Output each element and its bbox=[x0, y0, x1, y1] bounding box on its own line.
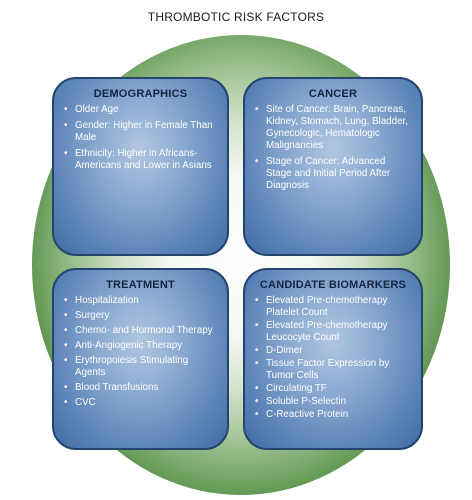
treatment-list: Hospitalization Surgery Chemo- and Hormo… bbox=[64, 295, 217, 409]
list-item: Soluble P-Selectin bbox=[255, 396, 411, 408]
list-item: Older Age bbox=[64, 104, 217, 116]
list-item: Surgery bbox=[64, 310, 217, 322]
list-item: C-Reactive Protein bbox=[255, 409, 411, 421]
list-item: Tissue Factor Expression by Tumor Cells bbox=[255, 358, 411, 382]
list-item: Elevated Pre-chemotherapy Leucocyte Coun… bbox=[255, 320, 411, 344]
list-item: Ethnicity: Higher in Africans-Americans … bbox=[64, 148, 217, 172]
demographics-panel: DEMOGRAPHICS Older Age Gender: Higher in… bbox=[52, 77, 229, 256]
cancer-panel: CANCER Site of Cancer: Brain, Pancreas, … bbox=[243, 77, 423, 256]
biomarkers-panel: CANDIDATE BIOMARKERS Elevated Pre-chemot… bbox=[243, 268, 423, 450]
list-item: Site of Cancer: Brain, Pancreas, Kidney,… bbox=[255, 104, 411, 152]
list-item: Elevated Pre-chemotherapy Platelet Count bbox=[255, 295, 411, 319]
list-item: D-Dimer bbox=[255, 345, 411, 357]
list-item: CVC bbox=[64, 397, 217, 409]
list-item: Circulating TF bbox=[255, 383, 411, 395]
list-item: Erythropoiesis Stimulating Agents bbox=[64, 355, 217, 379]
list-item: Blood Transfusions bbox=[64, 382, 217, 394]
cancer-list: Site of Cancer: Brain, Pancreas, Kidney,… bbox=[255, 104, 411, 192]
treatment-heading: TREATMENT bbox=[106, 279, 175, 291]
demographics-heading: DEMOGRAPHICS bbox=[93, 88, 188, 100]
list-item: Gender: Higher in Female Than Male bbox=[64, 120, 217, 144]
cancer-heading: CANCER bbox=[308, 88, 358, 100]
biomarkers-list: Elevated Pre-chemotherapy Platelet Count… bbox=[255, 295, 411, 421]
diagram-title: THROMBOTIC RISK FACTORS bbox=[147, 10, 325, 24]
list-item: Hospitalization bbox=[64, 295, 217, 307]
list-item: Chemo- and Hormonal Therapy bbox=[64, 325, 217, 337]
list-item: Stage of Cancer: Advanced Stage and Init… bbox=[255, 156, 411, 192]
demographics-list: Older Age Gender: Higher in Female Than … bbox=[64, 104, 217, 172]
treatment-panel: TREATMENT Hospitalization Surgery Chemo-… bbox=[52, 268, 229, 450]
biomarkers-heading: CANDIDATE BIOMARKERS bbox=[259, 279, 407, 291]
list-item: Anti-Angiogenic Therapy bbox=[64, 340, 217, 352]
